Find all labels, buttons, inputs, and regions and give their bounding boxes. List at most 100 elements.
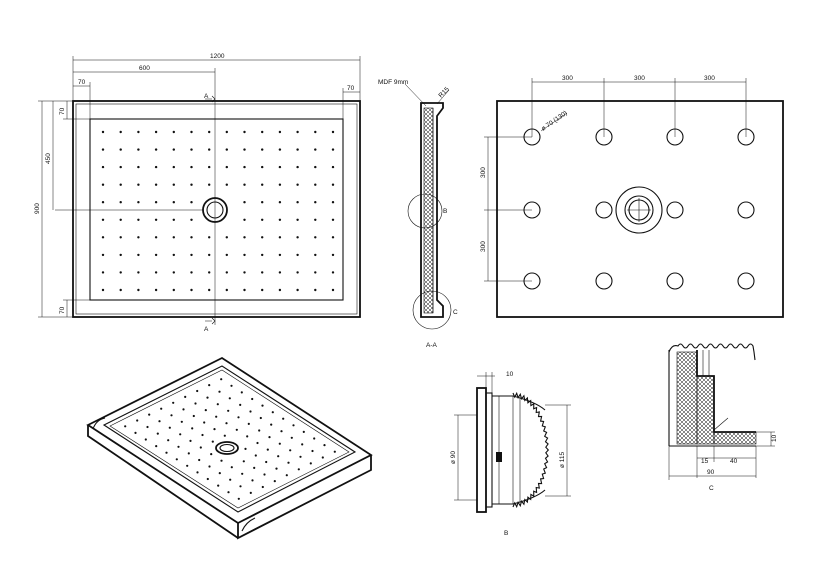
- iso-dot: [254, 454, 257, 457]
- drain-dot: [190, 253, 193, 257]
- tray-outline: [72, 100, 361, 318]
- iso-dot: [220, 378, 223, 381]
- support-foot: [595, 272, 613, 290]
- drain-dot: [225, 271, 228, 274]
- drain-dot: [243, 288, 246, 292]
- drain-dot: [101, 288, 105, 292]
- iso-dot: [206, 477, 209, 481]
- drain-ring-middle: [624, 195, 654, 225]
- dim-rim-top: 70: [59, 107, 66, 115]
- iso-dot: [175, 458, 178, 461]
- detail-c-hatch-wall: [696, 375, 715, 445]
- drain-dot: [243, 130, 246, 134]
- drain-ring-outer: [615, 186, 663, 234]
- iso-dot: [196, 471, 199, 474]
- drain-dot: [137, 288, 140, 292]
- drain-dot: [172, 183, 175, 186]
- drain-dot: [154, 183, 158, 186]
- drain-dot: [278, 236, 282, 239]
- dim-spacing-3: 300: [704, 75, 715, 82]
- drain-dot: [278, 288, 282, 292]
- iso-dot: [301, 443, 304, 446]
- dim-overall-width: 1200: [210, 53, 225, 60]
- drain-dot: [296, 271, 299, 274]
- iso-dot: [220, 459, 223, 462]
- drain-dot: [172, 130, 175, 134]
- dim-edge-width: 40: [730, 458, 738, 465]
- support-foot: [595, 201, 613, 219]
- iso-dot: [211, 440, 214, 443]
- iso-dot: [158, 420, 161, 423]
- iso-dot: [172, 401, 175, 404]
- detail-b-flange: [476, 387, 487, 513]
- drain-dot: [154, 218, 158, 221]
- drain-dot: [101, 218, 105, 221]
- iso-dot: [144, 438, 147, 441]
- dim-spacing-1: 300: [562, 75, 573, 82]
- dim-vertical-1: 300: [480, 167, 487, 178]
- section-marker-bottom: A: [204, 326, 209, 333]
- detail-b-caption: B: [504, 530, 508, 537]
- drain-dot: [331, 236, 335, 239]
- dim-inner-diameter: ø 90: [450, 451, 457, 464]
- drain-dot: [225, 148, 228, 151]
- drain-dot: [278, 271, 282, 274]
- drain-dot: [119, 183, 122, 186]
- iso-left-curl: [92, 417, 106, 430]
- iso-dot: [194, 402, 197, 405]
- drain-dot: [331, 271, 335, 274]
- iso-dot: [311, 449, 314, 453]
- drain-dot: [278, 148, 282, 151]
- drain-dot: [190, 271, 193, 274]
- dim-spacing-2: 300: [634, 75, 645, 82]
- drain-dot: [101, 130, 105, 134]
- section-arrow-top: [205, 95, 216, 103]
- iso-dot: [218, 390, 221, 393]
- material-leader: [404, 83, 427, 107]
- detail-c-wavy-top: [668, 343, 756, 361]
- drain-dot: [296, 236, 299, 239]
- drain-dot: [208, 183, 211, 186]
- iso-dot: [134, 431, 137, 434]
- drain-dot: [314, 253, 317, 257]
- iso-dot: [333, 450, 336, 453]
- drain-dot: [314, 288, 317, 292]
- drain-dot: [172, 148, 175, 151]
- drain-dot: [296, 288, 299, 292]
- drain-dot: [119, 218, 122, 221]
- tray-inner-basin: [89, 118, 344, 301]
- iso-inner-basin: [102, 365, 357, 513]
- dim-rim-right: 70: [347, 85, 355, 92]
- drain-dot: [314, 183, 317, 186]
- dim-rim-left: 70: [78, 79, 86, 86]
- dim-rim-bottom: 70: [59, 306, 66, 314]
- material-label: MDF 9mm: [378, 79, 408, 86]
- iso-dot: [179, 433, 182, 436]
- iso-drain-outer: [215, 441, 239, 455]
- detail-b-flange-inner: [485, 392, 493, 508]
- drain-dot: [101, 165, 105, 169]
- iso-dot: [251, 479, 254, 482]
- iso-dot: [184, 395, 187, 398]
- iso-dot: [206, 396, 209, 399]
- iso-dot: [240, 391, 243, 394]
- iso-dot: [241, 472, 244, 475]
- dim-thickness: 10: [771, 434, 778, 442]
- iso-dot: [323, 444, 326, 447]
- drain-dot: [119, 165, 122, 169]
- drain-dot: [172, 271, 175, 274]
- iso-dot: [266, 448, 269, 451]
- drain-dot: [331, 253, 335, 257]
- section-marker-top: A: [204, 93, 209, 100]
- iso-dot: [309, 462, 312, 465]
- section-arrow-bottom: [205, 317, 216, 325]
- iso-front-curl: [241, 517, 256, 532]
- detail-c-hatch-left: [676, 351, 698, 445]
- iso-dot: [213, 428, 216, 431]
- drain-dot: [172, 236, 175, 239]
- drain-dot: [278, 201, 282, 204]
- iso-dot: [165, 451, 168, 454]
- iso-dot: [227, 409, 230, 412]
- drain-dot: [137, 253, 140, 257]
- iso-dot: [215, 415, 218, 418]
